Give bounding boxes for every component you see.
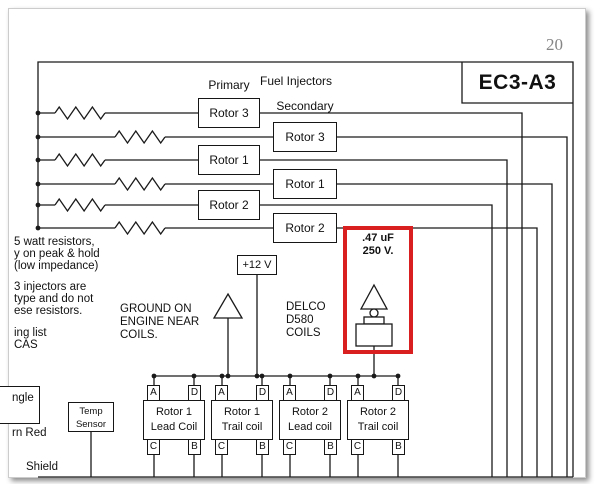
fuel-injectors-header: Fuel Injectors — [259, 74, 333, 88]
temp-sensor-box: Temp Sensor — [68, 402, 114, 432]
note-line: ese resistors. — [14, 305, 83, 317]
coil1-terminal-d: D — [188, 385, 201, 401]
coil2-name-line1: Rotor 1 — [223, 406, 261, 418]
angle-sensor-label: ngle — [12, 392, 34, 404]
ground-note-line: GROUND ON — [120, 303, 192, 315]
coil4-terminal-b: B — [392, 439, 405, 455]
coil4-terminal-c: C — [351, 439, 364, 455]
capacitor-highlight — [343, 226, 413, 354]
coil1-box: Rotor 1 Lead Coil — [143, 400, 205, 440]
note-line: CAS — [14, 339, 38, 351]
secondary-header: Secondary — [276, 99, 334, 113]
diagram-title: EC3-A3 — [478, 71, 557, 94]
temp-sensor-line2: Sensor — [75, 419, 107, 430]
secondary-rotor-1-box: Rotor 1 — [273, 169, 337, 199]
coil4-terminal-d: D — [392, 385, 405, 401]
note-line: y on peak & hold — [14, 248, 100, 260]
diagram-borders — [37, 61, 574, 478]
primary-rotor-1-box: Rotor 1 — [198, 145, 260, 175]
delco-label-line: D580 — [286, 314, 314, 326]
ground-symbol-icon — [212, 292, 244, 319]
capacitor-value-line: .47 uF — [362, 232, 394, 244]
capacitor-voltage-line: 250 V. — [362, 245, 394, 257]
ground-note-line: COILS. — [120, 329, 158, 341]
note-line: (low impedance) — [14, 260, 99, 272]
coil4-name-line1: Rotor 2 — [359, 406, 397, 418]
coil4-name-line2: Trail coil — [357, 421, 399, 433]
coil1-terminal-a: A — [147, 385, 160, 401]
coil3-terminal-c: C — [283, 439, 296, 455]
coil3-terminal-a: A — [283, 385, 296, 401]
temp-sensor-line1: Temp — [79, 406, 103, 417]
primary-header: Primary — [208, 78, 250, 92]
coil4-box: Rotor 2 Trail coil — [347, 400, 409, 440]
coil2-terminal-b: B — [256, 439, 269, 455]
coil1-terminal-c: C — [147, 439, 160, 455]
coil2-terminal-a: A — [215, 385, 228, 401]
capacitor-symbol-icon — [355, 283, 393, 347]
delco-label-line: COILS — [286, 327, 321, 339]
secondary-rotor-2-box: Rotor 2 — [273, 213, 337, 243]
shield-label: Shield — [26, 461, 58, 473]
coil3-terminal-b: B — [324, 439, 337, 455]
coil1-terminal-b: B — [188, 439, 201, 455]
coil4-terminal-a: A — [351, 385, 364, 401]
coil2-name-line2: Trail coil — [221, 421, 263, 433]
note-line: type and do not — [14, 293, 94, 305]
supply-12v-box: +12 V — [237, 255, 277, 275]
coil2-box: Rotor 1 Trail coil — [211, 400, 273, 440]
page-number: 20 — [546, 35, 563, 54]
note-line: ing list — [14, 327, 47, 339]
coil2-terminal-c: C — [215, 439, 228, 455]
delco-label-line: DELCO — [286, 301, 326, 313]
note-line: 5 watt resistors, — [14, 236, 95, 248]
ground-note-line: ENGINE NEAR — [120, 316, 200, 328]
coil3-terminal-d: D — [324, 385, 337, 401]
coil2-terminal-d: D — [256, 385, 269, 401]
angle-sensor-box — [0, 386, 40, 424]
primary-rotor-2-box: Rotor 2 — [198, 190, 260, 220]
coil3-name-line2: Lead coil — [287, 421, 333, 433]
coil3-name-line1: Rotor 2 — [291, 406, 329, 418]
junction-dots — [35, 110, 401, 379]
primary-rotor-3-box: Rotor 3 — [198, 98, 260, 128]
secondary-rotor-3-box: Rotor 3 — [273, 122, 337, 152]
coil3-box: Rotor 2 Lead coil — [279, 400, 341, 440]
coil1-name-line1: Rotor 1 — [155, 406, 193, 418]
capacitor-value-label: .47 uF 250 V. — [345, 232, 411, 258]
resistor-symbols — [54, 106, 166, 235]
wire-color-label: rn Red — [12, 427, 47, 439]
page-frame — [8, 8, 586, 478]
note-line: 3 injectors are — [14, 281, 87, 293]
coil1-name-line2: Lead Coil — [150, 421, 198, 433]
